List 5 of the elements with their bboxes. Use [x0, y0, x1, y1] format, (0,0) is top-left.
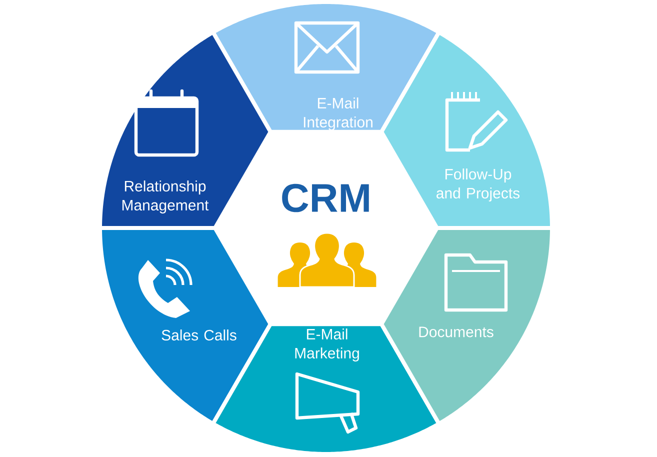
- circle-segment: Follow-Up and Projects: [380, 30, 554, 230]
- circle-segment: Documents: [380, 226, 554, 426]
- center-title: CRM: [282, 184, 369, 212]
- circle-segment: Sales Calls: [98, 226, 272, 426]
- circle-segment: Relationship Management: [98, 30, 272, 230]
